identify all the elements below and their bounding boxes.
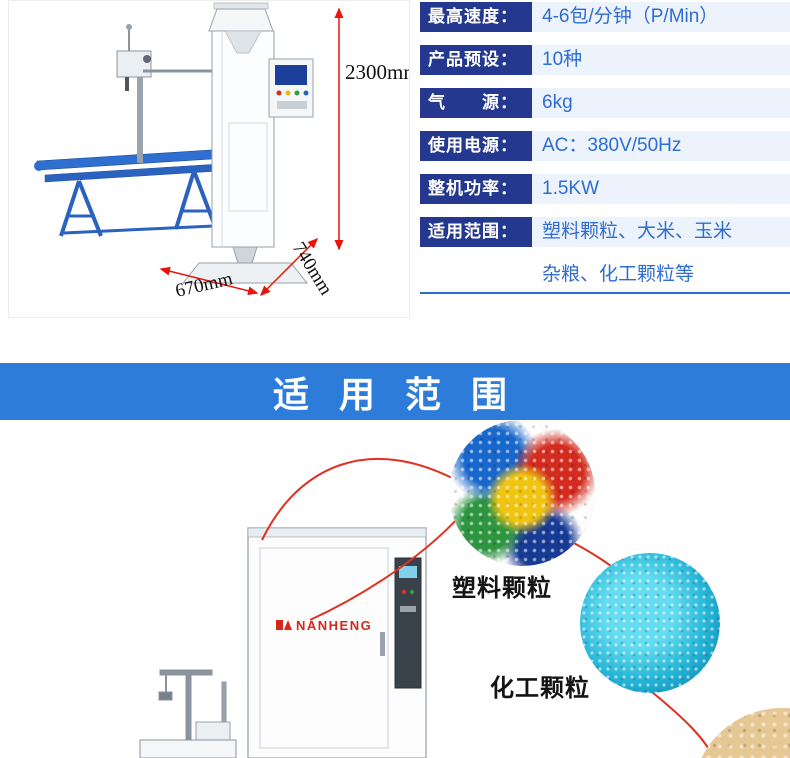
spec-row: 产品预设： 10种 [420,45,790,75]
spec-label: 整机功率： [420,174,532,204]
machine-dimension-photo: 2300mm 670mm 740mm [8,0,410,318]
spec-label: 气 源： [420,88,532,118]
conveyor-belt [34,147,252,237]
spec-value: 塑料颗粒、大米、玉米 [532,217,790,247]
spec-label: 使用电源： [420,131,532,161]
application-item-label: 化工颗粒 [490,675,590,702]
spec-label: 产品预设： [420,45,532,75]
dimension-width-label: 670mm [173,268,235,302]
control-screen [275,65,307,85]
application-section: NANHENG 塑料颗粒 化工颗粒 [0,420,790,758]
spec-row: 整机功率： 1.5KW [420,174,790,204]
spec-row: 使用电源： AC：380V/50Hz [420,131,790,161]
spec-row: 气 源： 6kg [420,88,790,118]
section-banner: 适 用 范 围 [0,363,790,420]
spec-value: AC：380V/50Hz [532,131,790,161]
brand-logo-text: NANHENG [296,618,372,633]
dimension-height-label: 2300mm [345,60,409,84]
brand-logo-icon [276,620,283,630]
plastic-granules-photo [449,420,595,566]
spec-value: 4-6包/分钟（P/Min） [532,2,790,32]
spec-value: 6kg [532,88,790,118]
packing-machine-cabinet: NANHENG [247,527,427,758]
conveyor-legs [59,170,218,237]
spec-table: 最高速度： 4-6包/分钟（P/Min） 产品预设： 10种 气 源： 6kg … [420,2,790,294]
sewing-unit [116,24,214,163]
spec-label: 最高速度： [420,2,532,32]
section-banner-title: 适 用 范 围 [272,373,517,415]
bagging-stand [139,669,237,758]
spec-row: 适用范围： 塑料颗粒、大米、玉米 [420,217,790,247]
chemical-granules-photo [580,553,720,693]
spec-row: 最高速度： 4-6包/分钟（P/Min） [420,2,790,32]
spec-value-continuation: 杂粮、化工颗粒等 [420,260,790,294]
dimension-lines [159,7,344,297]
spec-label: 适用范围： [420,217,532,247]
cabinet-control-panel [394,557,422,689]
application-item-label: 塑料颗粒 [452,575,552,602]
spec-value: 1.5KW [532,174,790,204]
weighing-column [181,2,314,284]
packing-machine-illustration: 2300mm 670mm 740mm [34,2,409,302]
spec-value: 10种 [532,45,790,75]
application-illustration: NANHENG [139,457,715,758]
